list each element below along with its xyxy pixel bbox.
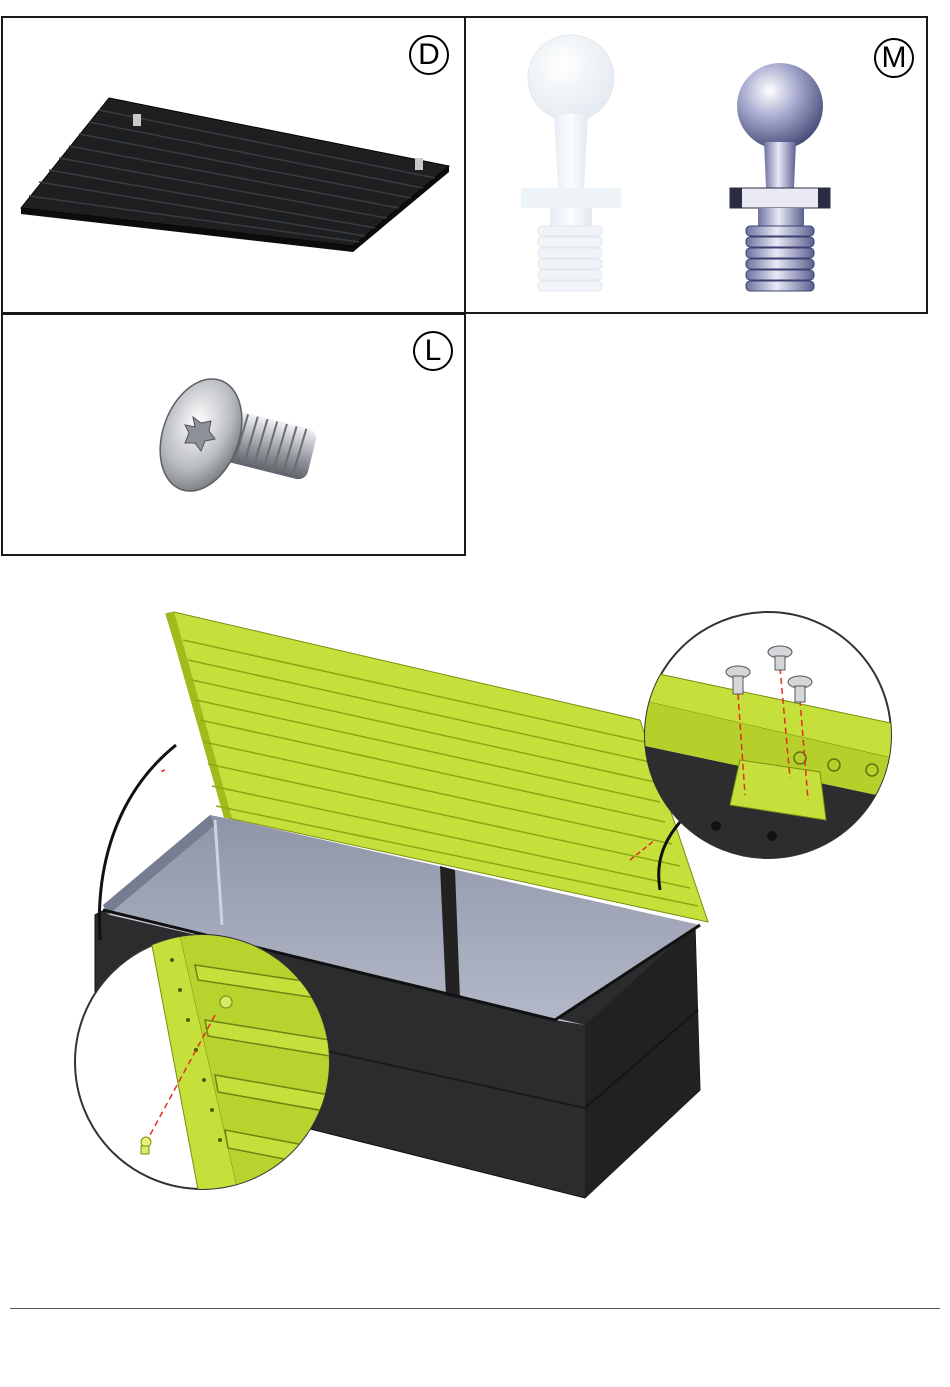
lid-hinge-left — [133, 114, 141, 126]
panel-part-l: L — [1, 313, 466, 556]
lid-panel-illustration — [3, 18, 468, 316]
box-lid — [166, 612, 708, 922]
ball-stud-ghost — [521, 35, 621, 291]
box-interior-back — [103, 815, 700, 1020]
box-front — [95, 908, 700, 1198]
ball-stud-illustration — [466, 18, 930, 316]
ball-stud-steel — [730, 63, 830, 291]
lid-ribs — [183, 640, 698, 906]
box-right-side — [585, 925, 700, 1198]
box-interior-floor — [103, 910, 585, 1025]
detail-ball-stud-callout — [75, 935, 340, 1200]
lid-hinge-right — [415, 158, 423, 170]
detail-hinge-callout — [640, 612, 900, 880]
box-interior-left-wall — [103, 815, 215, 915]
screw-illustration — [3, 315, 468, 558]
box-divider — [440, 866, 460, 998]
panel-part-m: M — [464, 16, 928, 314]
footer-rule — [10, 1308, 940, 1309]
panel-part-d: D — [1, 16, 466, 314]
